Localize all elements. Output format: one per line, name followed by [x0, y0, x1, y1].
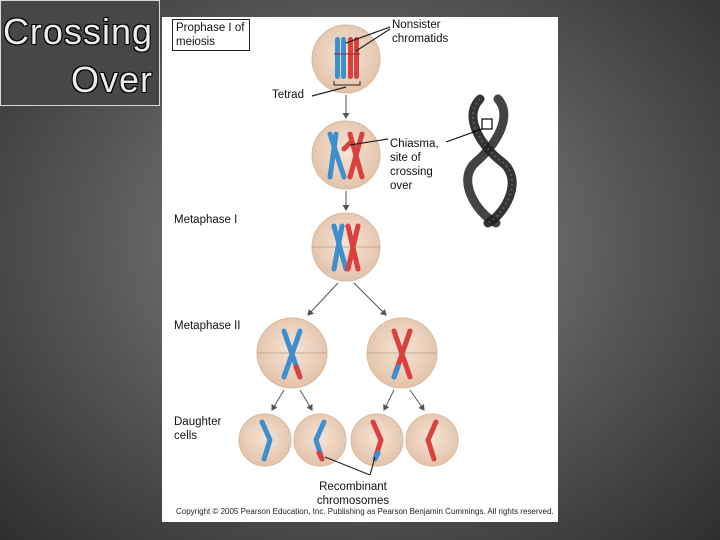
copyright-notice: Copyright © 2005 Pearson Education, Inc.… [176, 507, 554, 516]
cell-daughter-1 [238, 413, 292, 467]
chiasma-label: Chiasma, site of crossing over [390, 138, 439, 192]
metaphase2-right-chromosome [391, 328, 413, 380]
tetrad-chromosomes [334, 37, 360, 79]
crossing-chromosomes [327, 131, 365, 180]
slide-title-line1: Crossing [2, 11, 153, 52]
meiosis-figure: Prophase I of meiosis Nonsister chromati… [162, 17, 558, 522]
metaphase2-label: Metaphase II [174, 320, 241, 332]
slide-title-box: Crossing Over [0, 0, 160, 106]
metaphase2-left-chromosome [281, 328, 303, 380]
metaphase1-label: Metaphase I [174, 214, 238, 226]
nonsister-label: Nonsister chromatids [392, 19, 449, 45]
recombinant-label: Recombinant chromosomes [316, 481, 390, 507]
cell-daughter-4 [405, 413, 459, 467]
meiosis-diagram [238, 24, 517, 476]
tetrad-label: Tetrad [272, 89, 304, 101]
cell-crossing [311, 120, 381, 190]
cell-daughter-3 [350, 413, 404, 467]
prophase-label: Prophase I of meiosis [172, 19, 250, 51]
daughter-cells-label: Daughter cells [174, 416, 222, 442]
chiasma-micrograph [445, 94, 517, 228]
cell-daughter-2 [293, 413, 347, 467]
metaphase1-chromosomes [331, 223, 361, 272]
daughter-1-chromosome [259, 419, 273, 462]
leader-lines [311, 26, 391, 476]
daughter-4-chromosome [425, 419, 439, 462]
slide-title-line2: Over [70, 59, 153, 100]
stage-arrows [271, 95, 425, 411]
